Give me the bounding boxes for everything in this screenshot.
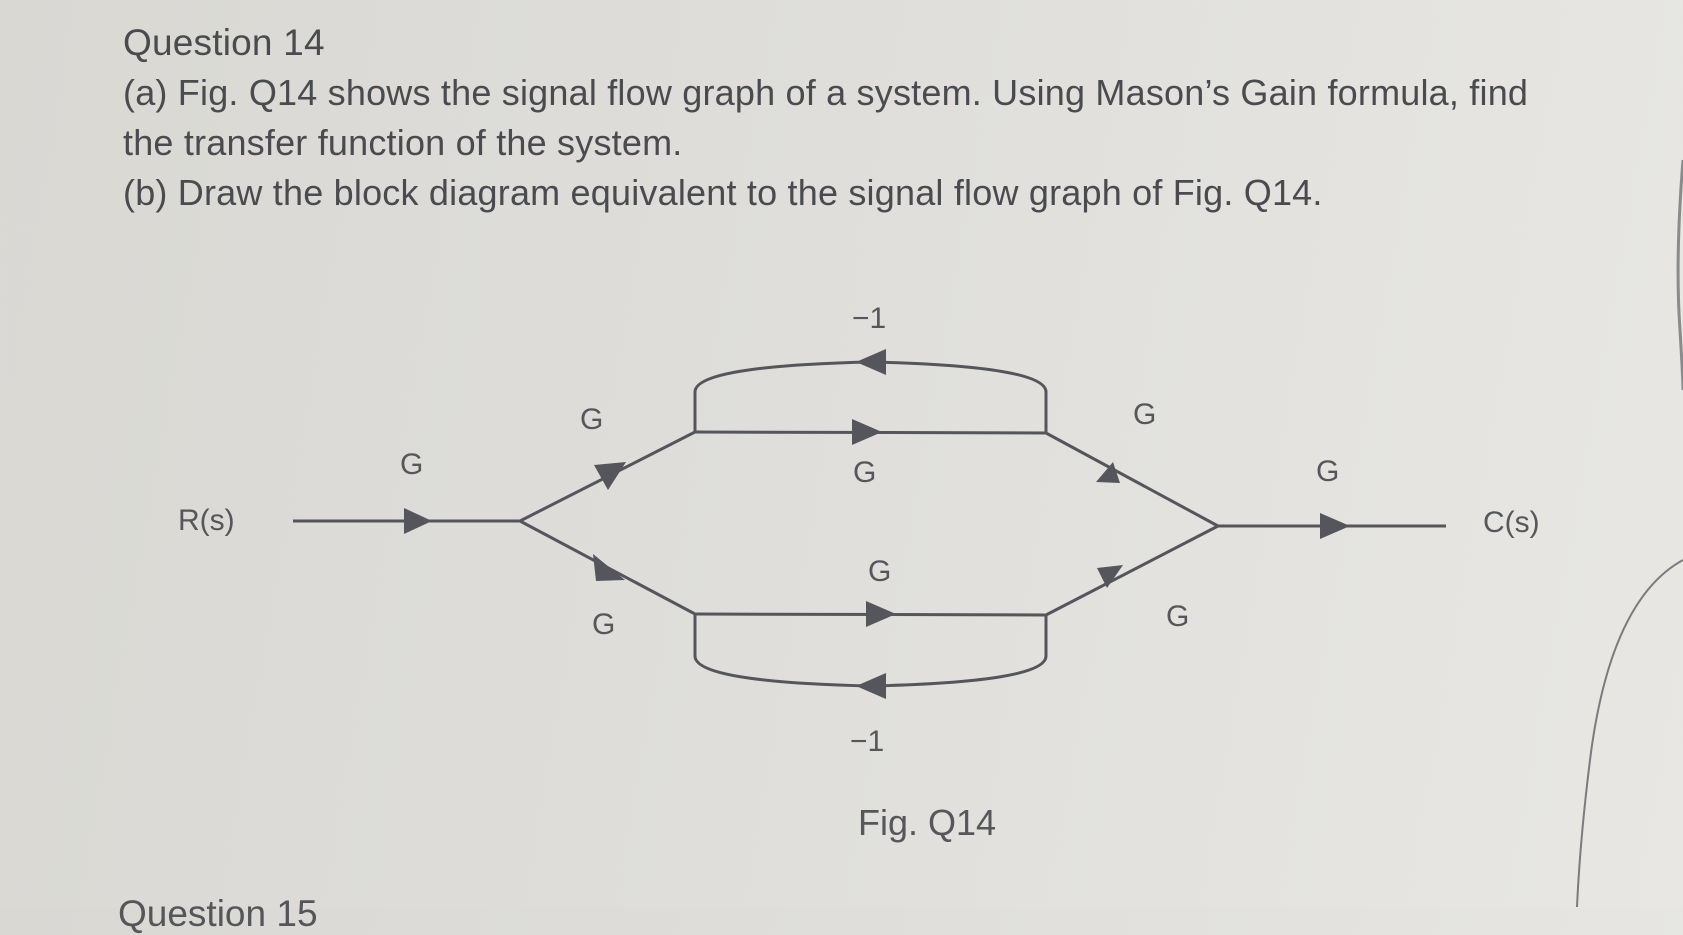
- arrow-upright-icon: [594, 462, 626, 490]
- page-curl-edge: [1576, 559, 1683, 907]
- question-title: Question 14: [123, 22, 325, 63]
- arrow-right-icon: [866, 601, 896, 627]
- upper-merge-gain-label: G: [1133, 398, 1156, 431]
- question-part-a-line2: the transfer function of the system.: [123, 122, 683, 163]
- arrow-downright-icon: [593, 554, 625, 581]
- input-label: R(s): [178, 504, 235, 537]
- graph-branches: [293, 360, 1446, 688]
- arrowheads: [404, 349, 1350, 699]
- question-block: Question 14 (a) Fig. Q14 shows the signa…: [123, 18, 1653, 218]
- arrow-right-icon: [852, 419, 882, 445]
- question-part-b: (b) Draw the block diagram equivalent to…: [123, 172, 1323, 213]
- upper-forward-gain-label: G: [853, 456, 876, 489]
- upper-merge-branch: [1045, 431, 1219, 528]
- lower-merge-branch: [1045, 524, 1219, 617]
- input-gain-label: G: [400, 448, 423, 481]
- signal-flow-graph: R(s) C(s) G G G −1 G G G −1 G G Fig. Q14: [178, 159, 1683, 907]
- arrow-downright-icon: [1096, 462, 1120, 483]
- lower-forward-gain-label: G: [868, 555, 891, 588]
- output-gain-label: G: [1316, 455, 1339, 488]
- upper-feedback-gain-label: −1: [852, 302, 886, 335]
- figure-caption: Fig. Q14: [858, 802, 996, 843]
- next-question-title: Question 15: [118, 893, 318, 934]
- upper-split-gain-label: G: [580, 403, 603, 436]
- lower-split-gain-label: G: [592, 608, 615, 641]
- arrow-upright-icon: [1097, 565, 1123, 588]
- output-label: C(s): [1483, 506, 1540, 539]
- page-edge: [1676, 159, 1683, 391]
- arrow-left-icon: [856, 673, 886, 699]
- lower-feedback-gain-label: −1: [850, 725, 884, 758]
- question-part-a-line1: (a) Fig. Q14 shows the signal flow graph…: [123, 72, 1529, 113]
- graph-labels: R(s) C(s) G G G −1 G G G −1 G G Fig. Q14: [178, 302, 1540, 843]
- lower-merge-gain-label: G: [1166, 600, 1189, 633]
- arrow-left-icon: [856, 349, 886, 375]
- arrow-right-icon: [1320, 513, 1350, 539]
- arrow-right-icon: [404, 508, 432, 534]
- upper-feedback-loop: [693, 360, 1048, 433]
